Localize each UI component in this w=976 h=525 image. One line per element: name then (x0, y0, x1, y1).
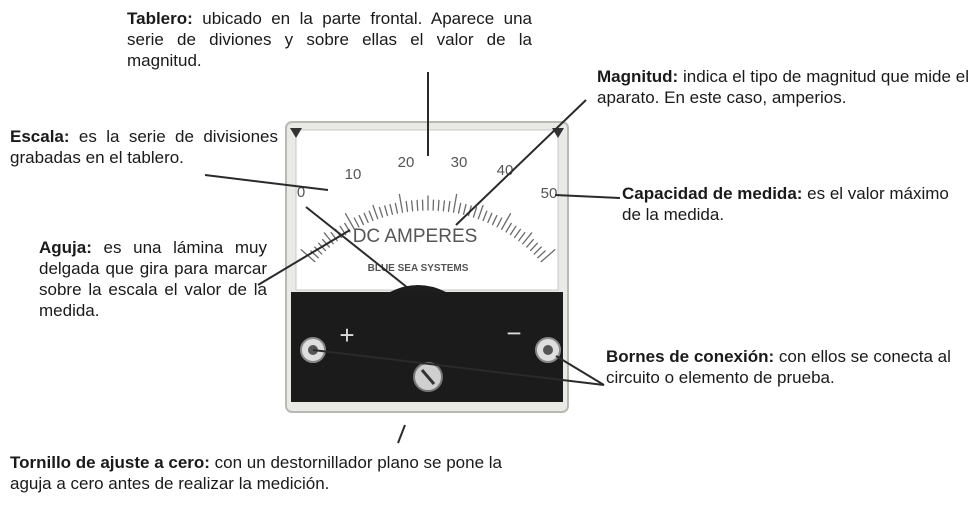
term-tornillo: Tornillo de ajuste a cero: (10, 453, 210, 472)
scale-tick (363, 212, 369, 224)
leader-bornes-1 (312, 349, 605, 386)
terminal-negative-core (543, 345, 553, 355)
note-magnitud: Magnitud: indica el tipo de magnitud que… (597, 66, 969, 108)
term-bornes: Bornes de conexión: (606, 347, 775, 366)
text-bornes: con ellos se conecta al circuito o eleme… (606, 347, 951, 387)
scale-tick (372, 204, 379, 220)
scale-tick (368, 210, 374, 222)
scale-tick (457, 202, 462, 214)
scale-tick (442, 200, 446, 212)
scale-tick (529, 242, 539, 252)
scale-tick (482, 210, 488, 222)
scale-label-0: 0 (297, 184, 305, 201)
note-capacidad: Capacidad de medida: es el valor máximo … (622, 183, 967, 225)
minus-sign: − (506, 318, 521, 348)
note-aguja: Aguja: es una lámina muy delgada que gir… (39, 237, 267, 321)
scale-label-20: 20 (398, 154, 415, 171)
screw-slot (420, 369, 436, 385)
term-tablero: Tablero: (127, 9, 193, 28)
scale-label-30: 30 (451, 154, 468, 171)
leader-bornes-2 (555, 355, 605, 386)
note-bornes: Bornes de conexión: con ellos se conecta… (606, 346, 966, 388)
term-capacidad: Capacidad de medida: (622, 184, 803, 203)
scale-tick (314, 246, 323, 255)
scale-tick (389, 203, 394, 215)
leader-tornillo (397, 424, 406, 444)
text-capacidad: es el valor máximo de la medida. (622, 184, 949, 224)
scale-tick (500, 212, 512, 230)
scale-tick (462, 203, 467, 215)
scale-tick (405, 200, 409, 213)
plus-sign: + (339, 320, 354, 350)
text-tornillo: con un destornillador plano se pone la a… (10, 453, 502, 493)
text-tablero: ubicado en la parte frontal. Aparece una… (127, 9, 532, 70)
scale-tick (416, 199, 419, 212)
scale-tick (522, 232, 533, 245)
scale-tick (437, 199, 440, 212)
term-magnitud: Magnitud: (597, 67, 679, 86)
scale-tick (537, 250, 546, 259)
scale-tick (540, 249, 556, 263)
note-tablero: Tablero: ubicado en la parte frontal. Ap… (127, 8, 532, 71)
leader-magnitud (455, 99, 587, 226)
scale-tick (491, 214, 498, 226)
scale-tick (487, 212, 493, 224)
scale-label-10: 10 (345, 166, 362, 183)
term-escala: Escala: (10, 127, 70, 146)
scale-tick (384, 205, 389, 217)
scale-tick (353, 217, 360, 228)
leader-capacidad (554, 194, 621, 199)
scale-tick (472, 206, 478, 218)
corner-mark-left (290, 128, 302, 138)
needle-pivot (390, 285, 446, 292)
scale-tick (358, 214, 365, 226)
scale-tick (496, 217, 503, 228)
scale-tick (398, 193, 404, 213)
text-aguja: es una lámina muy delgada que gira para … (39, 238, 267, 320)
scale-tick (526, 238, 534, 248)
note-tornillo: Tornillo de ajuste a cero: con un destor… (10, 452, 530, 494)
brand-label: BLUE SEA SYSTEMS (368, 263, 469, 274)
scale-label-40: 40 (497, 162, 514, 179)
scale-tick (410, 200, 414, 212)
term-aguja: Aguja: (39, 238, 92, 257)
scale-tick (344, 212, 356, 230)
text-escala: es la serie de divisiones grabadas en el… (10, 127, 278, 167)
scale-tick (394, 202, 399, 214)
scale-tick (477, 204, 484, 220)
dial-face (295, 129, 559, 291)
scale-tick (447, 200, 451, 213)
scale-label-50: 50 (541, 185, 558, 202)
scale-tick (378, 206, 384, 218)
scale-tick (452, 193, 458, 213)
text-magnitud: indica el tipo de magnitud que mide el a… (597, 67, 969, 107)
scale-tick (505, 222, 512, 233)
note-escala: Escala: es la serie de divisiones grabad… (10, 126, 278, 168)
scale-tick (509, 225, 517, 236)
scale-tick (518, 231, 526, 242)
leader-escala (204, 174, 329, 191)
scale-tick (513, 228, 522, 239)
scale-tick (533, 246, 542, 255)
unit-label: DC AMPERES (353, 226, 478, 247)
needle (305, 206, 409, 289)
leader-aguja (257, 229, 351, 286)
